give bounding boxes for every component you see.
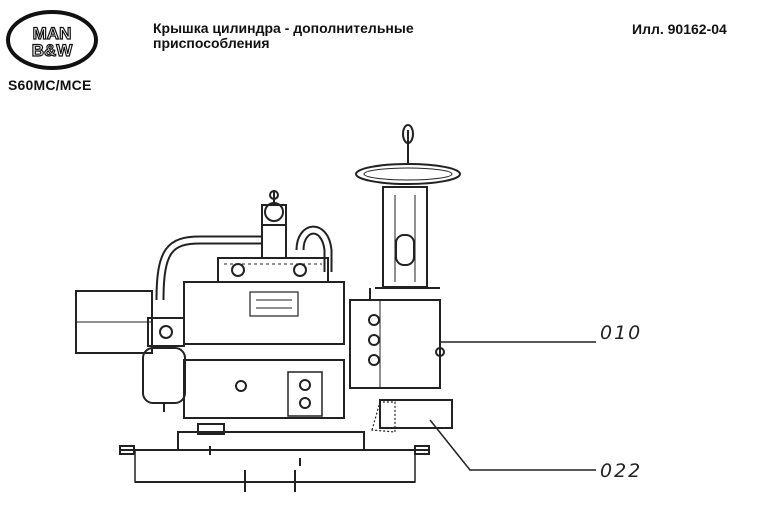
- callout-010: 010: [600, 322, 643, 344]
- main-body: [183, 281, 345, 345]
- spindle-column: [382, 186, 428, 288]
- engine-model: S60MC/MCE: [8, 77, 92, 93]
- actuator-block: [349, 299, 441, 389]
- top-cover: [217, 257, 329, 283]
- upper-pipe: [155, 235, 262, 301]
- name-plate: [249, 291, 299, 317]
- illustration-number: Илл. 90162-04: [632, 21, 727, 37]
- leader-line-022: [429, 419, 596, 471]
- callout-022: 022: [600, 460, 643, 482]
- lower-body: [183, 359, 345, 419]
- top-valve: [261, 204, 287, 259]
- filter-bowl: [142, 347, 186, 404]
- page-title: Крышка цилиндра - дополнительные приспос…: [153, 20, 414, 51]
- filter-head: [147, 317, 185, 347]
- logo-text-man: MAN: [33, 24, 72, 43]
- handwheel: [355, 163, 461, 185]
- man-bw-logo: MAN B&W: [6, 10, 98, 70]
- bottom-frame: [134, 449, 416, 483]
- base-support: [379, 399, 453, 429]
- logo-text-bw: B&W: [32, 41, 74, 60]
